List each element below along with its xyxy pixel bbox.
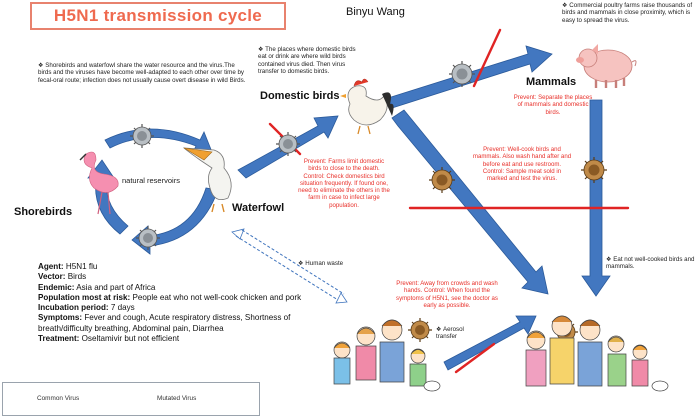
label-waterfowl: Waterfowl	[232, 202, 285, 214]
note-shorebirds-waterfowl-text: Shorebirds and waterfowl share the water…	[38, 62, 246, 84]
arrow-domestic-to-people	[391, 109, 549, 295]
legend-box: Common Virus Mutated Virus	[2, 382, 260, 416]
info-agent-value: H5N1 flu	[65, 262, 98, 271]
info-incubation: Incubation period: 7 days	[38, 303, 308, 313]
info-endemic-label: Endemic:	[38, 282, 75, 292]
mutated-virus-2	[581, 157, 607, 183]
diagram-title: H5N1 transmission cycle	[30, 2, 286, 30]
virus-markers	[130, 61, 607, 344]
flamingo-icon	[79, 151, 119, 215]
info-treatment-value: Oseltamivir but not efficient	[81, 334, 180, 344]
note-commercial-farms: ❖ Commercial poultry farms raise thousan…	[562, 2, 693, 24]
info-symptoms-label: Symptoms:	[38, 313, 83, 323]
label-natural-reservoirs: natural reservoirs	[122, 176, 180, 185]
info-vector: Vector: Birds	[38, 272, 308, 282]
info-agent-label: Agent:	[38, 262, 64, 271]
note-domestic-places-text: The places where domestic birds eat or d…	[258, 46, 356, 76]
info-endemic-value: Asia and part of Africa	[76, 282, 156, 292]
prevent-farms: Prevent: Farms limit domestic birds to c…	[298, 158, 390, 209]
info-risk: Population most at risk: People eat who …	[38, 293, 308, 303]
info-treatment: Treatment: Oseltamivir but not efficient	[38, 334, 308, 344]
info-symptoms-value: Fever and cough, Acute respiratory distr…	[38, 313, 291, 333]
label-domestic-birds: Domestic birds	[260, 90, 340, 102]
label-shorebirds: Shorebirds	[14, 206, 73, 218]
author-name: Binyu Wang	[346, 6, 405, 18]
note-eat-not-cooked-text: Eat not well-cooked birds and mammals.	[606, 256, 695, 271]
arrow-mammals-to-family	[581, 99, 611, 297]
note-aerosol: ❖ Aerosol transfer	[436, 326, 464, 341]
arrow-aerosol	[443, 315, 537, 371]
pelican-icon	[182, 147, 232, 213]
legend-mutated-label: Mutated Virus	[157, 395, 197, 402]
prevent-separate: Prevent: Separate the places of mammals …	[513, 94, 593, 116]
note-eat-not-cooked: ❖ Eat not well-cooked birds and mammals.	[606, 256, 695, 271]
family-group-1	[333, 319, 441, 392]
family-group-2	[525, 315, 669, 392]
rooster-icon	[340, 78, 394, 135]
info-risk-label: Population most at risk:	[38, 292, 131, 302]
note-commercial-farms-text: Commercial poultry farms raise thousands…	[562, 2, 693, 24]
info-vector-label: Vector:	[38, 272, 66, 282]
info-incubation-label: Incubation period:	[38, 303, 109, 313]
prevent-crowds: Prevent: Away from crowds and wash hands…	[396, 280, 498, 309]
prevent-cook: Prevent: Well-cook birds and mammals. Al…	[472, 146, 572, 183]
common-virus-3	[276, 132, 300, 156]
info-incubation-value: 7 days	[110, 303, 135, 313]
note-shorebirds-waterfowl: ❖ Shorebirds and waterfowl share the wat…	[38, 62, 246, 84]
info-agent: Agent: H5N1 flu	[38, 262, 308, 272]
common-virus-4	[449, 61, 475, 87]
note-domestic-places: ❖ The places where domestic birds eat or…	[258, 46, 356, 76]
common-virus-1	[130, 124, 154, 148]
info-symptoms: Symptoms: Fever and cough, Acute respira…	[38, 313, 308, 334]
mutated-virus-1	[429, 167, 455, 193]
info-treatment-label: Treatment:	[38, 334, 80, 344]
note-human-waste-text: Human waste	[305, 260, 344, 267]
mutated-virus-3	[408, 318, 432, 342]
pig-icon	[576, 44, 637, 88]
disease-info-panel: Agent: H5N1 flu Vector: Birds Endemic: A…	[38, 262, 308, 344]
label-mammals: Mammals	[526, 76, 577, 88]
legend-common-label: Common Virus	[37, 395, 80, 402]
note-aerosol-text: Aerosol transfer	[436, 326, 464, 341]
info-endemic: Endemic: Asia and part of Africa	[38, 283, 308, 293]
common-virus-2	[136, 226, 160, 250]
note-human-waste: ❖ Human waste	[298, 260, 344, 267]
info-risk-value: People eat who not well-cook chicken and…	[132, 292, 302, 302]
info-vector-value: Birds	[67, 272, 87, 282]
arrow-human-waste	[231, 228, 348, 304]
